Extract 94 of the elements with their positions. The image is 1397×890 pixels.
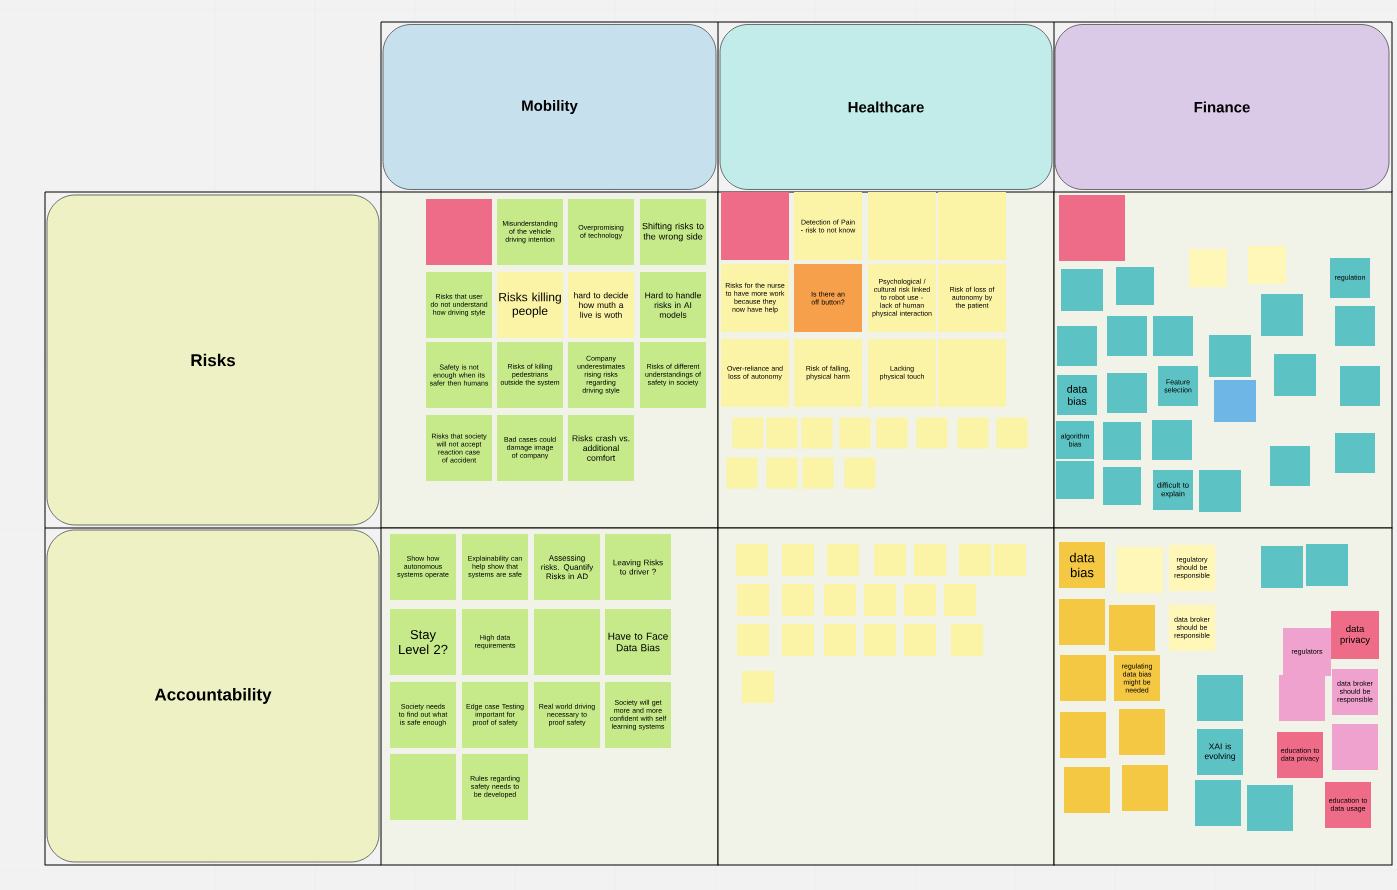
sticky-note: [1214, 380, 1256, 422]
sticky-note: [938, 339, 1006, 407]
sticky-note: [801, 417, 833, 449]
sticky-note: [874, 544, 906, 576]
sticky-note: [1060, 712, 1106, 758]
sticky-note: [1153, 316, 1193, 356]
sticky-note: [994, 544, 1026, 576]
sticky-note: [1195, 780, 1241, 826]
sticky-note: [721, 192, 789, 260]
sticky-note: [824, 584, 856, 616]
sticky-note: [766, 457, 798, 489]
sticky-note: [904, 624, 936, 656]
sticky-note: Leaving Risks to driver ?: [605, 534, 671, 600]
sticky-note: [1059, 195, 1125, 261]
sticky-note: [782, 584, 814, 616]
sticky-note: [1197, 675, 1243, 721]
sticky-note: [1279, 675, 1325, 721]
sticky-note: [957, 417, 989, 449]
sticky-note: [1064, 767, 1110, 813]
sticky-note: [1335, 433, 1375, 473]
sticky-note: [736, 544, 768, 576]
sticky-note: [1116, 267, 1154, 305]
sticky-note: [1248, 246, 1286, 284]
sticky-note: [1057, 326, 1097, 366]
sticky-note: [1340, 366, 1380, 406]
sticky-note: [726, 457, 758, 489]
sticky-note: [827, 544, 859, 576]
sticky-note: [732, 417, 764, 449]
sticky-note: [766, 417, 798, 449]
sticky-note: [1117, 547, 1163, 593]
sticky-note: Risks crash vs. additional comfort: [568, 415, 634, 481]
sticky-note: [390, 754, 456, 820]
sticky-note: data bias: [1057, 375, 1097, 415]
sticky-note: [1059, 599, 1105, 645]
sticky-note: [1209, 335, 1251, 377]
sticky-note: [1261, 546, 1303, 588]
sticky-note: [1103, 467, 1141, 505]
header-box: Finance: [1054, 24, 1390, 190]
sticky-note: Risks killing people: [497, 272, 563, 338]
sticky-note: [914, 544, 946, 576]
sticky-note: [944, 584, 976, 616]
sticky-note: [904, 584, 936, 616]
header-box: Accountability: [46, 529, 380, 863]
sticky-note: [1119, 709, 1165, 755]
sticky-note: [1270, 446, 1310, 486]
sticky-note: Shifting risks to the wrong side: [640, 199, 706, 265]
sticky-note: [938, 192, 1006, 260]
sticky-note: [951, 624, 983, 656]
sticky-note: [1107, 373, 1147, 413]
header-box: Healthcare: [719, 24, 1053, 190]
sticky-note: XAI is evolving: [1197, 729, 1243, 775]
sticky-note: [534, 609, 600, 675]
sticky-note: [876, 417, 908, 449]
sticky-note: Assessing risks. Quantify Risks in AD: [534, 534, 600, 600]
sticky-note: [426, 199, 492, 265]
sticky-note: [916, 417, 948, 449]
sticky-note: [1247, 785, 1293, 831]
sticky-note: [1107, 316, 1147, 356]
sticky-note: Hard to handle risks in AI models: [640, 272, 706, 338]
sticky-note: [742, 671, 774, 703]
sticky-note: [839, 417, 871, 449]
sticky-note: Stay Level 2?: [390, 609, 456, 675]
sticky-note: data bias: [1059, 542, 1105, 588]
sticky-note: [1335, 306, 1375, 346]
sticky-note: [1189, 249, 1227, 287]
sticky-note: [1199, 470, 1241, 512]
sticky-note: Have to Face Data Bias: [605, 609, 671, 675]
sticky-note: [1332, 724, 1378, 770]
sticky-note: [864, 584, 896, 616]
sticky-note: [824, 624, 856, 656]
sticky-note: [864, 624, 896, 656]
sticky-note: [959, 544, 991, 576]
sticky-note: [1109, 605, 1155, 651]
sticky-note: [737, 624, 769, 656]
sticky-note: [1152, 420, 1192, 460]
header-box: Mobility: [382, 24, 717, 190]
sticky-note: [737, 584, 769, 616]
sticky-note: [1122, 765, 1168, 811]
sticky-note: [802, 457, 834, 489]
sticky-note: data privacy: [1331, 611, 1379, 659]
sticky-note: [782, 544, 814, 576]
sticky-note: [1061, 269, 1103, 311]
sticky-note: [996, 417, 1028, 449]
sticky-note: [868, 192, 936, 260]
sticky-note: [1056, 461, 1094, 499]
header-box: Risks: [46, 194, 380, 526]
sticky-note: [1274, 354, 1316, 396]
sticky-note: [1103, 422, 1141, 460]
sticky-note: hard to decide how muth a live is woth: [568, 272, 634, 338]
sticky-note: [844, 457, 876, 489]
sticky-note: [1060, 655, 1106, 701]
sticky-note: [1261, 294, 1303, 336]
sticky-note: [1306, 544, 1348, 586]
sticky-note: [782, 624, 814, 656]
